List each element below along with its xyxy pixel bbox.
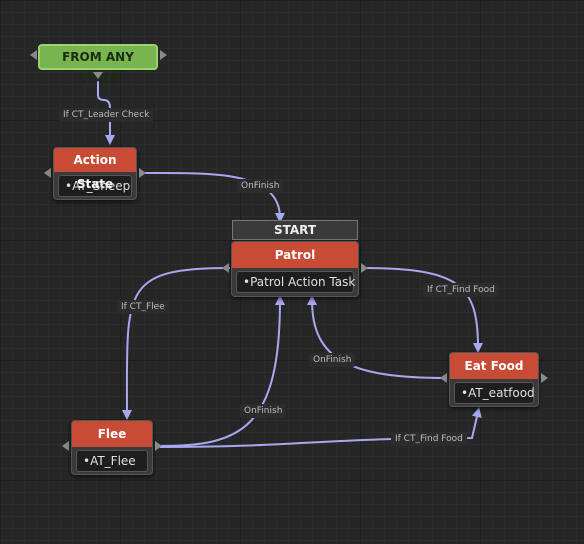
edge-label-eatfood-to-patrol[interactable]: OnFinish [309, 353, 356, 367]
eat-food-task: •AT_eatfood [454, 382, 535, 404]
eat-food-title: Eat Food [450, 353, 538, 379]
patrol-port-right[interactable] [361, 263, 368, 273]
edge-patrol-to-flee [121, 267, 231, 420]
eat-food-port-right[interactable] [541, 373, 548, 383]
edge-label-any-to-action[interactable]: If CT_Leader Check [59, 108, 154, 122]
eat-food-port-left[interactable] [440, 373, 447, 383]
flee-port-right[interactable] [155, 441, 162, 451]
any-state-port-bottom[interactable] [93, 72, 103, 79]
flee-node[interactable]: Flee •AT_Flee [71, 420, 153, 475]
action-state-title: Action State [54, 148, 136, 191]
edge-label-patrol-to-eatfood[interactable]: If CT_Find Food [423, 283, 499, 297]
edge-flee-to-patrol [159, 295, 285, 447]
patrol-title: Patrol [232, 242, 358, 268]
edge-any-to-action [97, 80, 115, 145]
action-state-task: •AT_Sheep [58, 175, 132, 197]
flee-task: •AT_Flee [76, 450, 148, 472]
action-state-port-right[interactable] [139, 168, 146, 178]
from-any-state-node[interactable]: FROM ANY STATE [38, 44, 158, 86]
any-state-port-right[interactable] [160, 50, 167, 60]
any-state-label: FROM ANY STATE [62, 50, 134, 86]
action-state-node[interactable]: Action State •AT_Sheep [53, 147, 137, 200]
start-tag: START [232, 220, 358, 240]
edge-label-flee-to-eatfood[interactable]: If CT_Find Food [391, 432, 467, 446]
patrol-port-left[interactable] [222, 263, 229, 273]
edge-label-flee-to-patrol[interactable]: OnFinish [240, 404, 287, 418]
eat-food-node[interactable]: Eat Food •AT_eatfood [449, 352, 539, 407]
action-state-port-left[interactable] [44, 168, 51, 178]
patrol-task: •Patrol Action Task [236, 271, 355, 293]
flee-title: Flee [72, 421, 152, 447]
edge-label-patrol-to-flee[interactable]: If CT_Flee [117, 300, 169, 314]
edge-action-to-patrol [144, 171, 285, 223]
edge-patrol-to-eatfood [361, 267, 483, 353]
any-state-port-left[interactable] [30, 50, 37, 60]
edge-label-action-to-patrol[interactable]: OnFinish [237, 179, 284, 193]
patrol-node[interactable]: Patrol •Patrol Action Task [231, 241, 359, 297]
flee-port-left[interactable] [62, 441, 69, 451]
